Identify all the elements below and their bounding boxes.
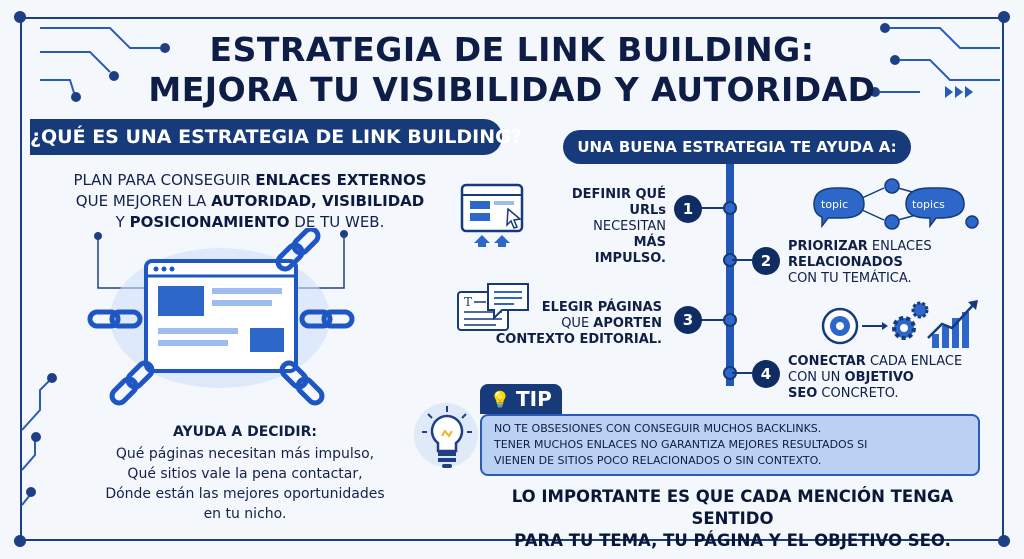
svg-text:T: T: [464, 295, 472, 309]
timeline-spine: [726, 164, 734, 386]
section-heading-what-is: ¿QUÉ ES UNA ESTRATEGIA DE LINK BUILDING?: [30, 119, 522, 155]
helps-item: Qué sitios vale la pena contactar,: [127, 466, 363, 482]
step-1-text: DEFINIR QUÉ URLs NECESITAN MÁS IMPULSO.: [571, 187, 666, 266]
tip-line: NO TE OBSESIONES CON CONSEGUIR MUCHOS BA…: [494, 422, 822, 435]
step-3-text: ELEGIR PÁGINAS QUE APORTEN CONTEXTO EDIT…: [495, 300, 662, 347]
tip-line: VIENEN DE SITIOS POCO RELACIONADOS O SIN…: [494, 454, 822, 467]
browser-chain-illustration: [87, 228, 355, 406]
tip-badge: 💡 TIP: [480, 384, 562, 414]
tip-bulb-icon: 💡: [490, 390, 510, 409]
lightbulb-icon: [422, 406, 472, 468]
frame-corner-dot: [14, 535, 26, 547]
upload-arrows-icon: [474, 235, 510, 247]
browser-window-icon: [144, 259, 298, 373]
page-title-line1: ESTRATEGIA DE LINK BUILDING:: [209, 30, 815, 69]
step-4-text: CONECTAR CADA ENLACE CON UN OBJETIVO SEO…: [788, 354, 963, 401]
frame-corner-dot: [998, 535, 1010, 547]
topic-label: topic: [821, 198, 848, 211]
chain-link-icon: [87, 228, 355, 406]
tip-label: TIP: [516, 387, 552, 411]
frame-corner-dot: [14, 11, 26, 23]
step-4-number: 4: [752, 360, 780, 388]
step-2-text: PRIORIZAR ENLACES RELACIONADOS CON TU TE…: [788, 239, 932, 286]
timeline-connectors: [696, 207, 752, 374]
frame-corner-dot: [998, 11, 1010, 23]
conclusion-line: PARA TU TEMA, TU PÁGINA Y EL OBJETIVO SE…: [514, 531, 951, 550]
page-frame: [20, 17, 1004, 541]
step-2-number: 2: [752, 247, 780, 275]
helps-item: Dónde están las mejores oportunidades: [105, 486, 385, 502]
topics-network-icon: topic topics: [813, 178, 979, 230]
target-gears-growth-icon: [821, 300, 978, 348]
step-1-number: 1: [674, 195, 702, 223]
conclusion-line: LO IMPORTANTE ES QUE CADA MENCIÓN TENGA …: [511, 487, 954, 528]
helps-item: en tu nicho.: [203, 506, 287, 522]
target-icon: [821, 307, 859, 345]
helps-item: Qué páginas necesitan más impulso,: [115, 446, 375, 462]
document-chat-icon: T: [457, 283, 529, 331]
growth-chart-icon: [927, 300, 978, 348]
cursor-icon: [506, 207, 522, 229]
topics-label: topics: [912, 198, 945, 211]
conclusion-text: LO IMPORTANTE ES QUE CADA MENCIÓN TENGA …: [470, 486, 995, 552]
tip-box: NO TE OBSESIONES CON CONSEGUIR MUCHOS BA…: [480, 414, 980, 476]
page-title-line2: MEJORA TU VISIBILIDAD Y AUTORIDAD: [148, 70, 876, 109]
tip-line: TENER MUCHOS ENLACES NO GARANTIZA MEJORE…: [494, 438, 868, 451]
section-heading-strategy-helps: UNA BUENA ESTRATEGIA TE AYUDA A:: [563, 130, 911, 164]
upload-page-icon: [460, 183, 524, 247]
definition-text: PLAN PARA CONSEGUIR ENLACES EXTERNOS QUE…: [73, 171, 427, 231]
gears-icon: [892, 301, 929, 340]
step-3-number: 3: [674, 306, 702, 334]
helps-heading: AYUDA A DECIDIR:: [173, 424, 317, 440]
